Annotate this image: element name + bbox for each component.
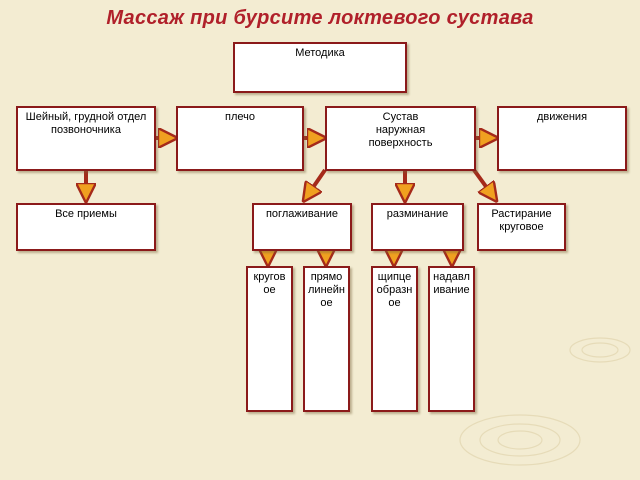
- node-kneading-label: разминание: [386, 208, 449, 220]
- node-circular-label: круговое: [253, 271, 286, 296]
- node-rubbing: Растирание круговое: [477, 203, 566, 251]
- node-shoulder-label: плечо: [225, 111, 255, 123]
- node-spine-label: Шейный, грудной отдел позвоночника: [25, 111, 147, 136]
- node-method-label: Методика: [295, 47, 345, 59]
- node-all-techniques: Все приемы: [16, 203, 156, 251]
- node-movements: движения: [497, 106, 627, 171]
- node-stroking-label: поглаживание: [265, 208, 339, 220]
- node-joint-label: Сустав наружная поверхность: [368, 111, 433, 149]
- arrow-joint-stroking: [305, 168, 327, 199]
- node-circular: круговое: [246, 266, 293, 412]
- node-rectilinear: прямолинейное: [303, 266, 350, 412]
- node-pressing: надавливание: [428, 266, 475, 412]
- node-spine: Шейный, грудной отдел позвоночника: [16, 106, 156, 171]
- node-shoulder: плечо: [176, 106, 304, 171]
- node-rubbing-label: Растирание круговое: [491, 208, 552, 233]
- node-joint: Сустав наружная поверхность: [325, 106, 476, 171]
- node-rectilinear-label: прямолинейное: [308, 271, 345, 309]
- node-method: Методика: [233, 42, 407, 93]
- node-all-techniques-label: Все приемы: [55, 208, 117, 220]
- node-kneading: разминание: [371, 203, 464, 251]
- node-pinching-label: щипцеобразное: [376, 271, 413, 309]
- arrow-joint-rubbing: [472, 168, 495, 199]
- node-movements-label: движения: [536, 111, 588, 123]
- node-pressing-label: надавливание: [433, 271, 470, 296]
- diagram-title: Массаж при бурсите локтевого сустава: [106, 7, 534, 29]
- node-pinching: щипцеобразное: [371, 266, 418, 412]
- node-stroking: поглаживание: [252, 203, 352, 251]
